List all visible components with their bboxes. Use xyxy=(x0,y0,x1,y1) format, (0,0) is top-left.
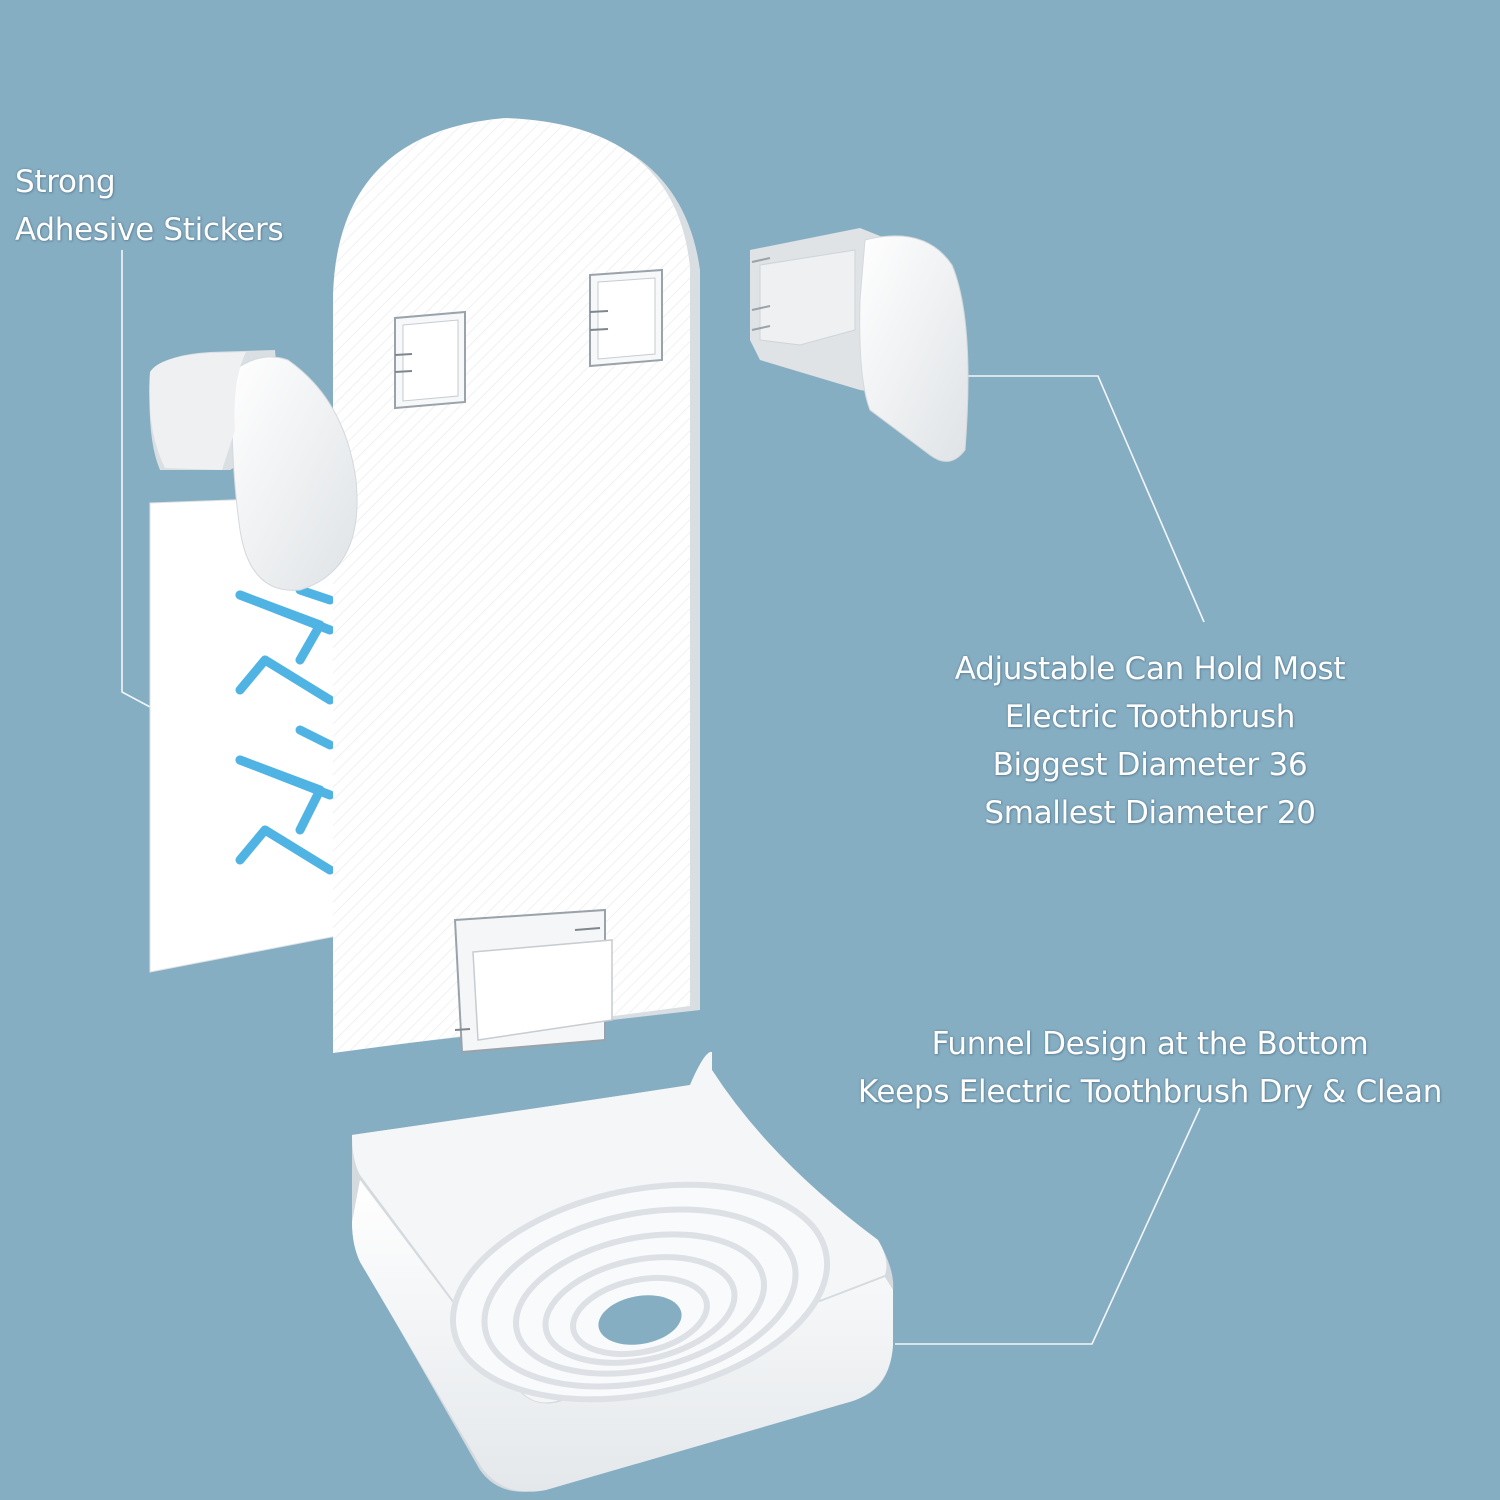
mounting-slot-top-left xyxy=(394,310,466,410)
callout-adjustable-line-3: Biggest Diameter 36 xyxy=(992,747,1308,783)
callout-funnel-line-1: Funnel Design at the Bottom xyxy=(931,1026,1369,1062)
right-holder-clip xyxy=(750,228,969,462)
wall-backplate xyxy=(333,118,700,1054)
callout-adhesive-stickers: Strong Adhesive Stickers xyxy=(15,158,284,254)
callout-adjustable-line-4: Smallest Diameter 20 xyxy=(984,795,1316,831)
callout-line-adjustable xyxy=(968,375,1205,623)
drain-hole xyxy=(598,1295,682,1345)
callout-adjustable: Adjustable Can Hold Most Electric Toothb… xyxy=(900,645,1400,837)
callout-funnel-design: Funnel Design at the Bottom Keeps Electr… xyxy=(820,1020,1480,1116)
callout-line-adhesive xyxy=(121,250,153,709)
funnel-base-tray xyxy=(352,1051,894,1492)
mounting-slot-bottom xyxy=(453,908,613,1054)
callout-adhesive-line-2: Adhesive Stickers xyxy=(15,212,284,248)
left-holder-clip xyxy=(149,350,358,591)
callout-funnel-line-2: Keeps Electric Toothbrush Dry & Clean xyxy=(857,1074,1443,1110)
arrow-icon xyxy=(235,585,335,875)
callout-adhesive-line-1: Strong xyxy=(15,164,116,200)
callout-line-funnel xyxy=(895,1107,1201,1345)
callout-adjustable-line-2: Electric Toothbrush xyxy=(1004,699,1296,735)
mounting-slot-top-right xyxy=(589,268,663,368)
funnel-rings xyxy=(449,1181,831,1403)
callout-adjustable-line-1: Adjustable Can Hold Most xyxy=(954,651,1346,687)
